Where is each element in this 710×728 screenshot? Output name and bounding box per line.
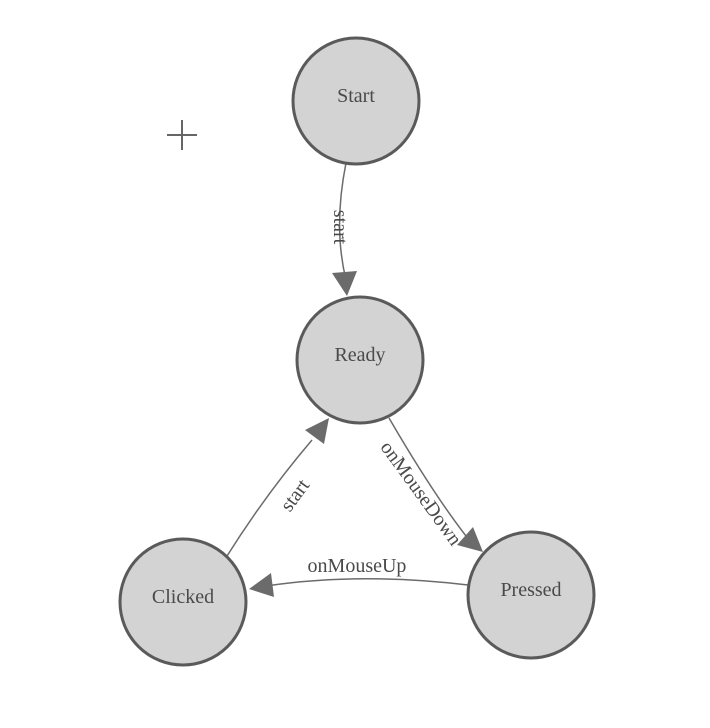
state-node-start[interactable]: Start [291,36,421,166]
transition-clicked-to-ready[interactable]: start [226,418,329,557]
arrowhead-icon [249,573,274,597]
edge-path [265,577,469,587]
state-circle [118,537,248,667]
state-node-pressed[interactable]: Pressed [466,530,596,660]
state-circle [295,295,425,425]
edge-path [388,417,467,537]
state-label: Ready [334,344,385,366]
state-circle [466,530,596,660]
plus-crosshair-icon [167,120,197,150]
transition-pressed-to-clicked[interactable]: onMouseUp [249,555,469,597]
state-node-ready[interactable]: Ready [295,295,425,425]
arrowhead-icon [305,418,329,444]
edge-path [226,439,313,557]
transition-start-to-ready[interactable]: start [329,162,357,296]
state-node-clicked[interactable]: Clicked [118,537,248,667]
edge-label: onMouseUp [308,555,407,577]
arrowhead-icon [332,271,357,296]
state-label: Pressed [500,579,561,601]
state-circle [291,36,421,166]
edge-label: onMouseDown [376,437,466,550]
state-label: Start [337,85,375,107]
edge-label: start [276,475,314,516]
transition-ready-to-pressed[interactable]: onMouseDown [376,417,483,552]
edge-label: start [329,210,351,245]
edge-path [338,162,347,281]
state-label: Clicked [152,586,214,608]
arrowhead-icon [457,527,483,552]
